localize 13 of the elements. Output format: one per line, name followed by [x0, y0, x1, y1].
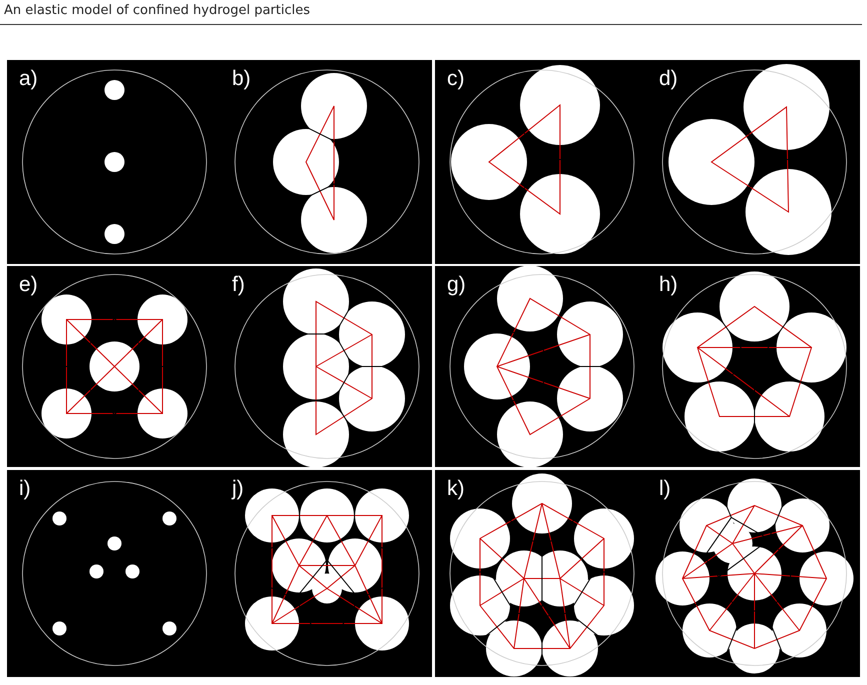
panel-label: i): [19, 478, 31, 499]
panel-label: d): [659, 68, 678, 89]
panel-label: c): [447, 68, 464, 89]
panel-label: l): [659, 478, 671, 499]
figure-title: An elastic model of confined hydrogel particles: [4, 3, 310, 18]
panel-label: a): [19, 68, 38, 89]
panel-label: g): [447, 274, 466, 295]
panel-label: k): [447, 478, 464, 499]
panel-label: f): [232, 274, 245, 295]
panel-label: j): [232, 478, 244, 499]
panel-label: h): [659, 274, 678, 295]
panel-label: e): [19, 274, 38, 295]
panel-label: b): [232, 68, 251, 89]
